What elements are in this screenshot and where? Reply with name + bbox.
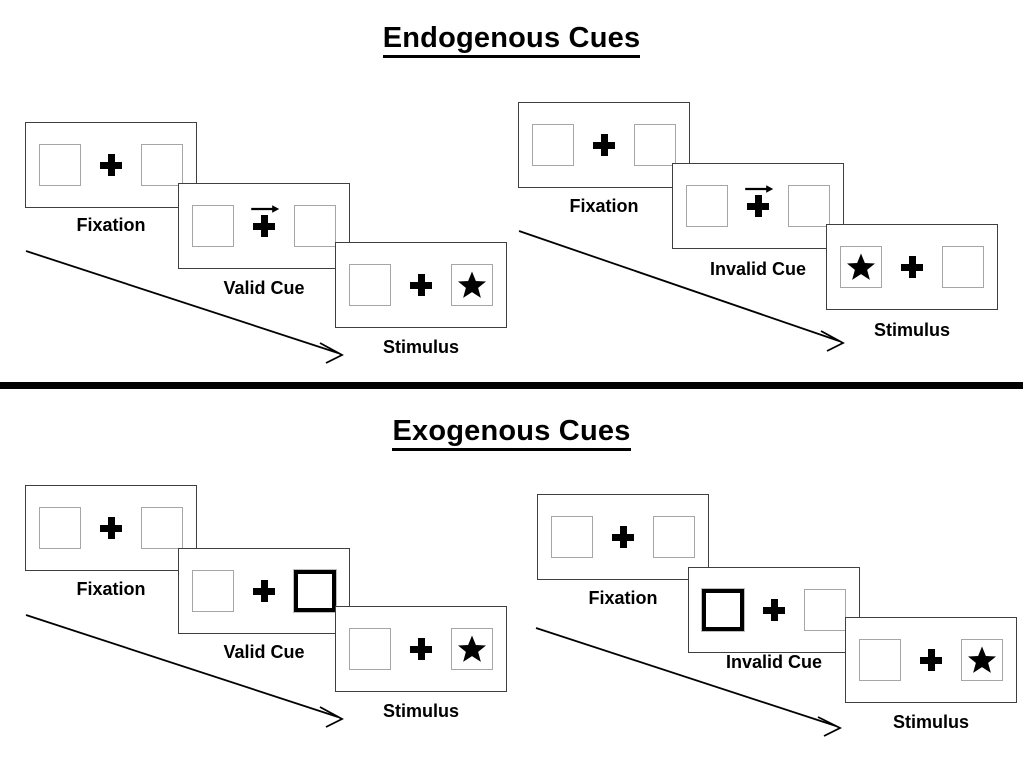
star-icon: [968, 646, 996, 673]
left-box: [859, 639, 901, 681]
plus-cross-icon: [409, 637, 433, 661]
fixation-wrap: [745, 185, 774, 227]
caption-endogenous-invalid-cue: Invalid Cue: [709, 259, 807, 279]
caption-endogenous-invalid-stimulus: Stimulus: [873, 320, 950, 340]
plus-cross-icon: [252, 579, 276, 603]
right-box-with-target: [451, 264, 493, 306]
caption-endogenous-valid-stimulus: Stimulus: [382, 337, 459, 357]
panel-endogenous-invalid-cue[interactable]: [672, 163, 844, 249]
plus-cross-icon: [592, 133, 616, 157]
panel-exogenous-invalid-stimulus[interactable]: [845, 617, 1017, 703]
star-icon: [458, 635, 486, 662]
section-title-endogenous: Endogenous Cues: [0, 22, 1023, 58]
caption-endogenous-valid-fixation: Fixation: [76, 215, 146, 235]
fixation-wrap: [611, 516, 635, 558]
caption-exogenous-invalid-cue: Invalid Cue: [725, 652, 823, 672]
fixation-wrap: [900, 246, 924, 288]
left-box: [349, 628, 391, 670]
right-box: [634, 124, 676, 166]
plus-cross-icon: [252, 214, 276, 238]
plus-cross-icon: [99, 153, 123, 177]
fixation-wrap: [99, 144, 123, 186]
fixation-wrap: [409, 628, 433, 670]
left-box: [349, 264, 391, 306]
plus-cross-icon: [746, 194, 770, 218]
fixation-wrap: [762, 589, 786, 631]
fixation-wrap: [919, 639, 943, 681]
timeline-arrow-endogenous-invalid: [518, 230, 845, 352]
panel-endogenous-valid-fixation[interactable]: [25, 122, 197, 208]
star-icon: [847, 253, 875, 280]
fixation-wrap: [251, 205, 280, 247]
panel-endogenous-valid-cue[interactable]: [178, 183, 350, 269]
caption-exogenous-valid-fixation: Fixation: [76, 579, 146, 599]
caption-exogenous-invalid-fixation: Fixation: [588, 588, 658, 608]
fixation-wrap: [99, 507, 123, 549]
right-box: [942, 246, 984, 288]
arrow-right-icon: [251, 205, 280, 213]
right-box-cued: [293, 569, 337, 613]
timeline-arrow-endogenous-valid: [25, 250, 344, 364]
panel-exogenous-valid-cue[interactable]: [178, 548, 350, 634]
right-box-with-target: [961, 639, 1003, 681]
section-title-exogenous-text: Exogenous Cues: [392, 415, 631, 451]
plus-cross-icon: [409, 273, 433, 297]
caption-exogenous-invalid-stimulus: Stimulus: [892, 712, 969, 732]
section-divider: [0, 382, 1023, 389]
left-box-cued: [701, 588, 745, 632]
left-box-with-target: [840, 246, 882, 288]
right-box: [141, 144, 183, 186]
panel-endogenous-valid-stimulus[interactable]: [335, 242, 507, 328]
left-box: [39, 144, 81, 186]
right-box: [294, 205, 336, 247]
panel-endogenous-invalid-fixation[interactable]: [518, 102, 690, 188]
right-box-with-target: [451, 628, 493, 670]
plus-cross-icon: [762, 598, 786, 622]
left-box: [192, 570, 234, 612]
caption-exogenous-valid-stimulus: Stimulus: [382, 701, 459, 721]
panel-exogenous-invalid-cue[interactable]: [688, 567, 860, 653]
arrow-right-icon: [745, 185, 774, 193]
panel-exogenous-valid-stimulus[interactable]: [335, 606, 507, 692]
right-box: [141, 507, 183, 549]
left-box: [39, 507, 81, 549]
section-title-endogenous-text: Endogenous Cues: [382, 22, 641, 58]
panel-endogenous-invalid-stimulus[interactable]: [826, 224, 998, 310]
fixation-wrap: [252, 570, 276, 612]
fixation-wrap: [592, 124, 616, 166]
timeline-arrow-exogenous-invalid: [535, 627, 843, 737]
plus-cross-icon: [919, 648, 943, 672]
plus-cross-icon: [900, 255, 924, 279]
panel-exogenous-valid-fixation[interactable]: [25, 485, 197, 571]
left-box: [686, 185, 728, 227]
right-box: [653, 516, 695, 558]
section-title-exogenous: Exogenous Cues: [0, 415, 1023, 451]
timeline-arrow-exogenous-valid: [25, 614, 344, 728]
left-box: [192, 205, 234, 247]
right-box: [788, 185, 830, 227]
caption-exogenous-valid-cue: Valid Cue: [223, 642, 305, 662]
right-box: [804, 589, 846, 631]
star-icon: [458, 271, 486, 298]
plus-cross-icon: [99, 516, 123, 540]
fixation-wrap: [409, 264, 433, 306]
caption-endogenous-invalid-fixation: Fixation: [569, 196, 639, 216]
left-box: [551, 516, 593, 558]
plus-cross-icon: [611, 525, 635, 549]
caption-endogenous-valid-cue: Valid Cue: [223, 278, 305, 298]
left-box: [532, 124, 574, 166]
panel-exogenous-invalid-fixation[interactable]: [537, 494, 709, 580]
